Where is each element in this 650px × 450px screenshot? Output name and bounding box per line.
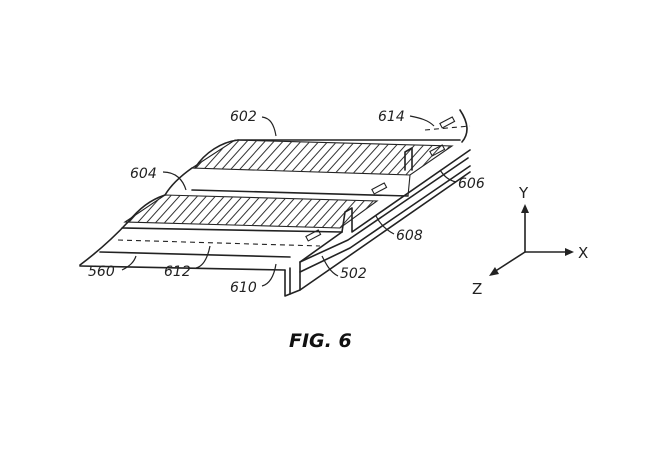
label-608: 608 [396, 228, 423, 244]
front-mid-line [99, 251, 291, 258]
back-edge [194, 139, 239, 169]
hatch-line [238, 195, 273, 228]
hatch-line [202, 195, 237, 228]
hatch-line [213, 140, 251, 175]
leader-lines [121, 115, 457, 287]
figure-caption: FIG. 6 [289, 330, 352, 352]
side-layer-2 [299, 157, 469, 263]
hatch-line [240, 140, 278, 175]
hatch-line [220, 195, 255, 228]
step-profile-610 [284, 231, 343, 297]
hatch-line [256, 195, 291, 228]
hatch-line [157, 195, 192, 228]
lower-strip-602 [123, 194, 379, 229]
strip-divider-line [191, 189, 409, 197]
side-step-upper [404, 147, 413, 171]
side-layer-bottom [299, 171, 471, 291]
label-612: 612 [164, 264, 191, 280]
hatch-line [339, 140, 377, 175]
label-560: 560 [88, 264, 115, 280]
hatch-line [402, 140, 440, 175]
label-610: 610 [230, 280, 257, 296]
hatch-line [193, 195, 228, 228]
axis-label-x: X [578, 244, 588, 262]
laminate-structure [79, 109, 471, 297]
hatch-line [411, 140, 449, 175]
hatch-line [229, 195, 264, 228]
hatch-line [125, 195, 138, 228]
hatch-line [192, 140, 215, 175]
front-bottom-line [79, 265, 286, 271]
hatch-line [283, 195, 318, 228]
dashed-line-612 [117, 239, 321, 247]
hatch-line [321, 140, 359, 175]
right-edge [459, 109, 468, 143]
label-602: 602 [230, 109, 257, 125]
hatch-line [258, 140, 296, 175]
x-arrowhead [565, 248, 574, 256]
left-edge [79, 194, 166, 266]
label-604: 604 [130, 166, 157, 182]
hatch-line [310, 195, 345, 228]
hatch-line [231, 140, 269, 175]
hatch-line [192, 140, 224, 175]
z-axis [493, 251, 526, 273]
hatch-line [274, 195, 309, 228]
hatch-line [267, 140, 305, 175]
slots [305, 116, 456, 242]
hatch-line [125, 195, 129, 228]
label-606: 606 [458, 176, 485, 192]
hatch-line [265, 195, 300, 228]
hatch-line [249, 140, 287, 175]
hatch-line [330, 140, 368, 175]
y-arrowhead [521, 204, 529, 213]
hatch-line [447, 140, 452, 175]
hatch-line [211, 195, 246, 228]
dashed-line-614 [424, 125, 471, 131]
axis-label-y: Y [518, 184, 529, 202]
hatch-line [312, 140, 350, 175]
strip-divider-top [164, 167, 193, 196]
reference-labels: 602 614 604 606 608 560 612 610 502 [88, 109, 485, 296]
z-arrowhead [489, 267, 499, 276]
label-614: 614 [378, 109, 405, 125]
hatch-line [148, 195, 183, 228]
coordinate-axes: Y X Z [472, 184, 588, 298]
side-layer-3 [299, 165, 471, 273]
hatch-line [195, 140, 233, 175]
hatch-line [366, 140, 404, 175]
hatch-line [348, 140, 386, 175]
upper-strip-604 [190, 139, 454, 176]
hatch-line [247, 195, 282, 228]
front-top-line [121, 227, 343, 233]
label-502: 502 [340, 266, 367, 282]
hatch-line [294, 140, 332, 175]
hatch-line [357, 140, 395, 175]
axis-label-z: Z [472, 280, 482, 298]
hatch-line [303, 140, 341, 175]
side-layer-1 [341, 149, 471, 233]
hatch-line [319, 195, 354, 228]
